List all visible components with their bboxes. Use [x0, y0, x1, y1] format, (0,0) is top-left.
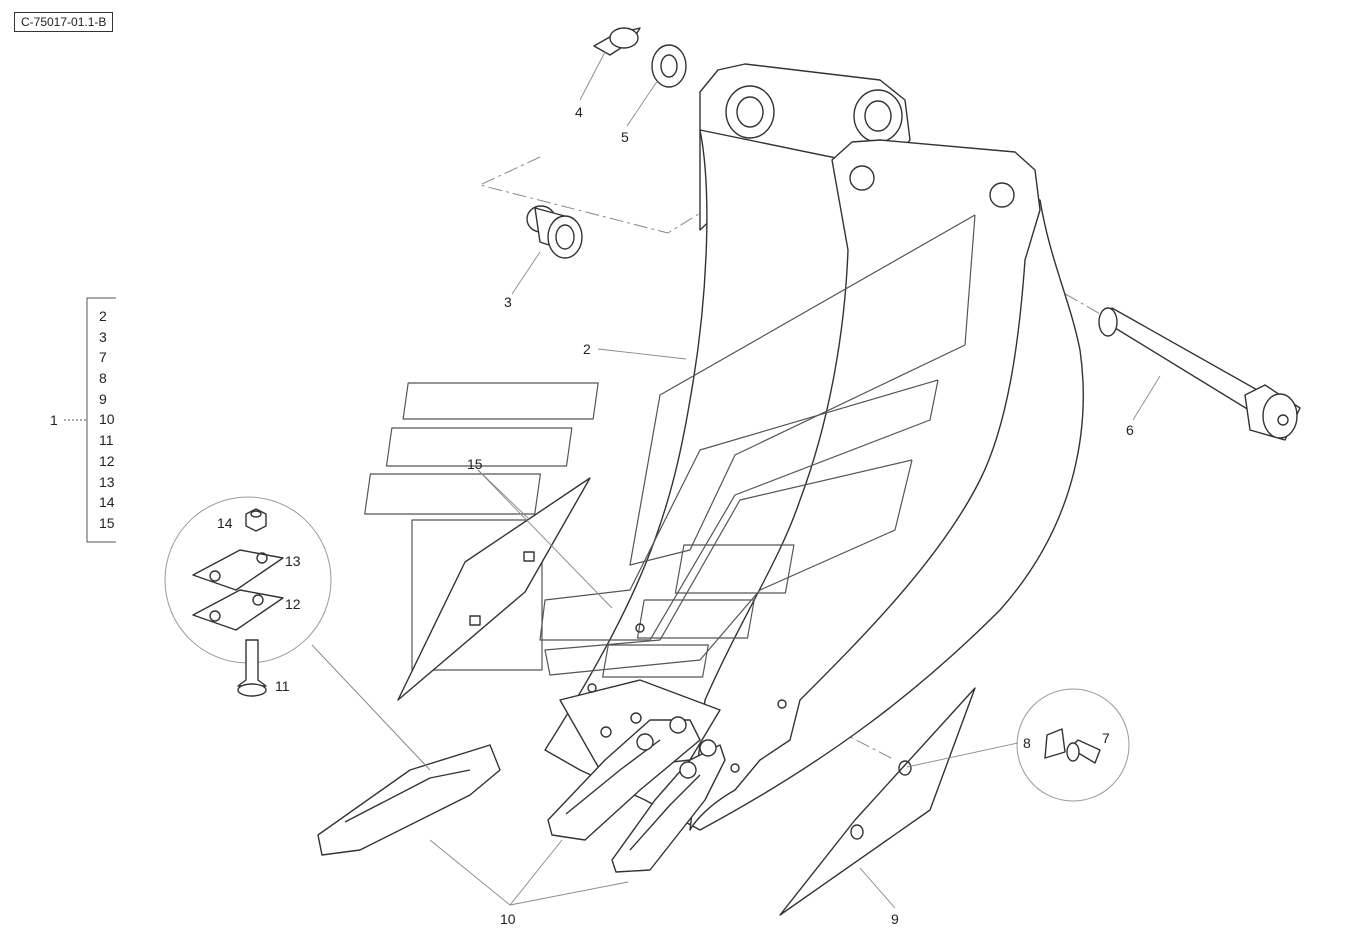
washer: [651, 44, 687, 88]
bucket-decal-stripes: [364, 214, 976, 678]
group-child: 11: [99, 432, 114, 449]
callout-13: 13: [285, 553, 301, 569]
pivot-pin: [1098, 307, 1301, 441]
rear-pin-bore: [725, 85, 775, 139]
shim-plate-upper: [192, 549, 284, 591]
bushing: [526, 205, 583, 259]
group-child: 13: [99, 473, 115, 490]
callout-1: 1: [50, 412, 58, 428]
group-child: 2: [99, 308, 107, 324]
callout-9: 9: [891, 911, 899, 927]
nut: [245, 508, 267, 532]
group-children-list: 2 3 7 8 9 10 11 12 13 14 15: [99, 306, 115, 534]
callout-7: 7: [1102, 730, 1110, 746]
group-child: 7: [99, 349, 107, 366]
nut-right: [1044, 728, 1066, 759]
group-child: 12: [99, 452, 115, 469]
callout-6: 6: [1126, 422, 1134, 438]
leader-lines: [311, 51, 1161, 909]
group-child: 14: [99, 494, 115, 511]
group-child: 15: [99, 514, 115, 531]
lynch-pin: [593, 27, 641, 56]
group-bracket: [64, 297, 116, 543]
group-child: 10: [99, 411, 115, 428]
callout-5: 5: [621, 129, 629, 145]
plow-bolt: [237, 639, 267, 687]
group-child: 9: [99, 390, 107, 407]
group-child: 8: [99, 370, 107, 387]
callout-4: 4: [575, 104, 583, 120]
detail-circle-bolts: [1016, 688, 1130, 802]
callout-14: 14: [217, 515, 233, 531]
front-pin-bore-b: [989, 182, 1015, 208]
wear-plate: [397, 477, 591, 701]
callout-8: 8: [1023, 735, 1031, 751]
callout-10: 10: [500, 911, 516, 927]
document-code: C-75017-01.1-B: [14, 12, 114, 32]
bucket-teeth: [317, 716, 726, 873]
shim-plate-lower: [192, 589, 284, 631]
callout-12: 12: [285, 596, 301, 612]
bucket-front-side-plate: [689, 139, 1041, 831]
side-cutter-plate: [779, 687, 976, 916]
callout-3: 3: [504, 294, 512, 310]
group-child: 3: [99, 328, 107, 345]
callout-11: 11: [275, 678, 290, 694]
front-pin-bore-a: [849, 165, 875, 191]
callout-2: 2: [583, 341, 591, 357]
callout-15: 15: [467, 456, 483, 472]
